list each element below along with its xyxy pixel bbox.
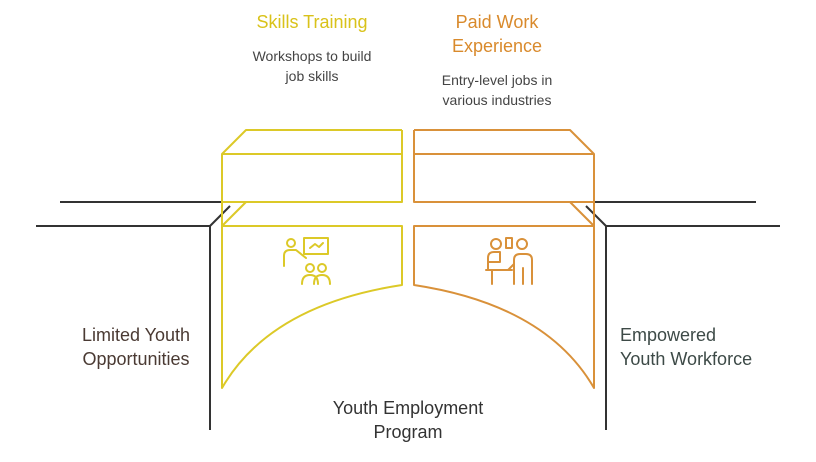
paid-work-title-line1: Paid Work xyxy=(455,12,539,32)
worker-at-station-icon xyxy=(485,237,533,285)
paid-work-desc-line2: various industries xyxy=(442,92,552,108)
right-side-line1: Empowered xyxy=(620,325,717,345)
paid-work-block xyxy=(413,129,595,389)
skills-training-block xyxy=(221,129,403,389)
paid-work-description: Entry-level jobs in various industries xyxy=(397,70,597,110)
skills-training-title: Skills Training xyxy=(256,12,368,32)
left-cliff xyxy=(36,201,231,430)
paid-work-title-line2: Experience xyxy=(451,36,543,56)
bridge-label-line2: Program xyxy=(373,422,443,442)
presentation-teacher-icon xyxy=(283,237,331,285)
paid-work-desc-line1: Entry-level jobs in xyxy=(441,72,553,88)
paid-work-title: Paid Work Experience xyxy=(397,10,597,58)
left-side-line2: Opportunities xyxy=(82,349,190,369)
bridge-label: Youth Employment Program xyxy=(298,396,518,444)
left-side-line1: Limited Youth xyxy=(81,325,191,345)
right-side-line2: Youth Workforce xyxy=(620,349,753,369)
skills-training-desc-line1: Workshops to build xyxy=(252,48,372,64)
bridge-label-line1: Youth Employment xyxy=(332,398,484,418)
skills-training-description: Workshops to build job skills xyxy=(212,46,412,86)
right-side-label: Empowered Youth Workforce xyxy=(600,323,810,371)
skills-training-desc-line2: job skills xyxy=(285,68,339,84)
right-cliff xyxy=(585,201,780,430)
left-side-label: Limited Youth Opportunities xyxy=(46,323,226,371)
